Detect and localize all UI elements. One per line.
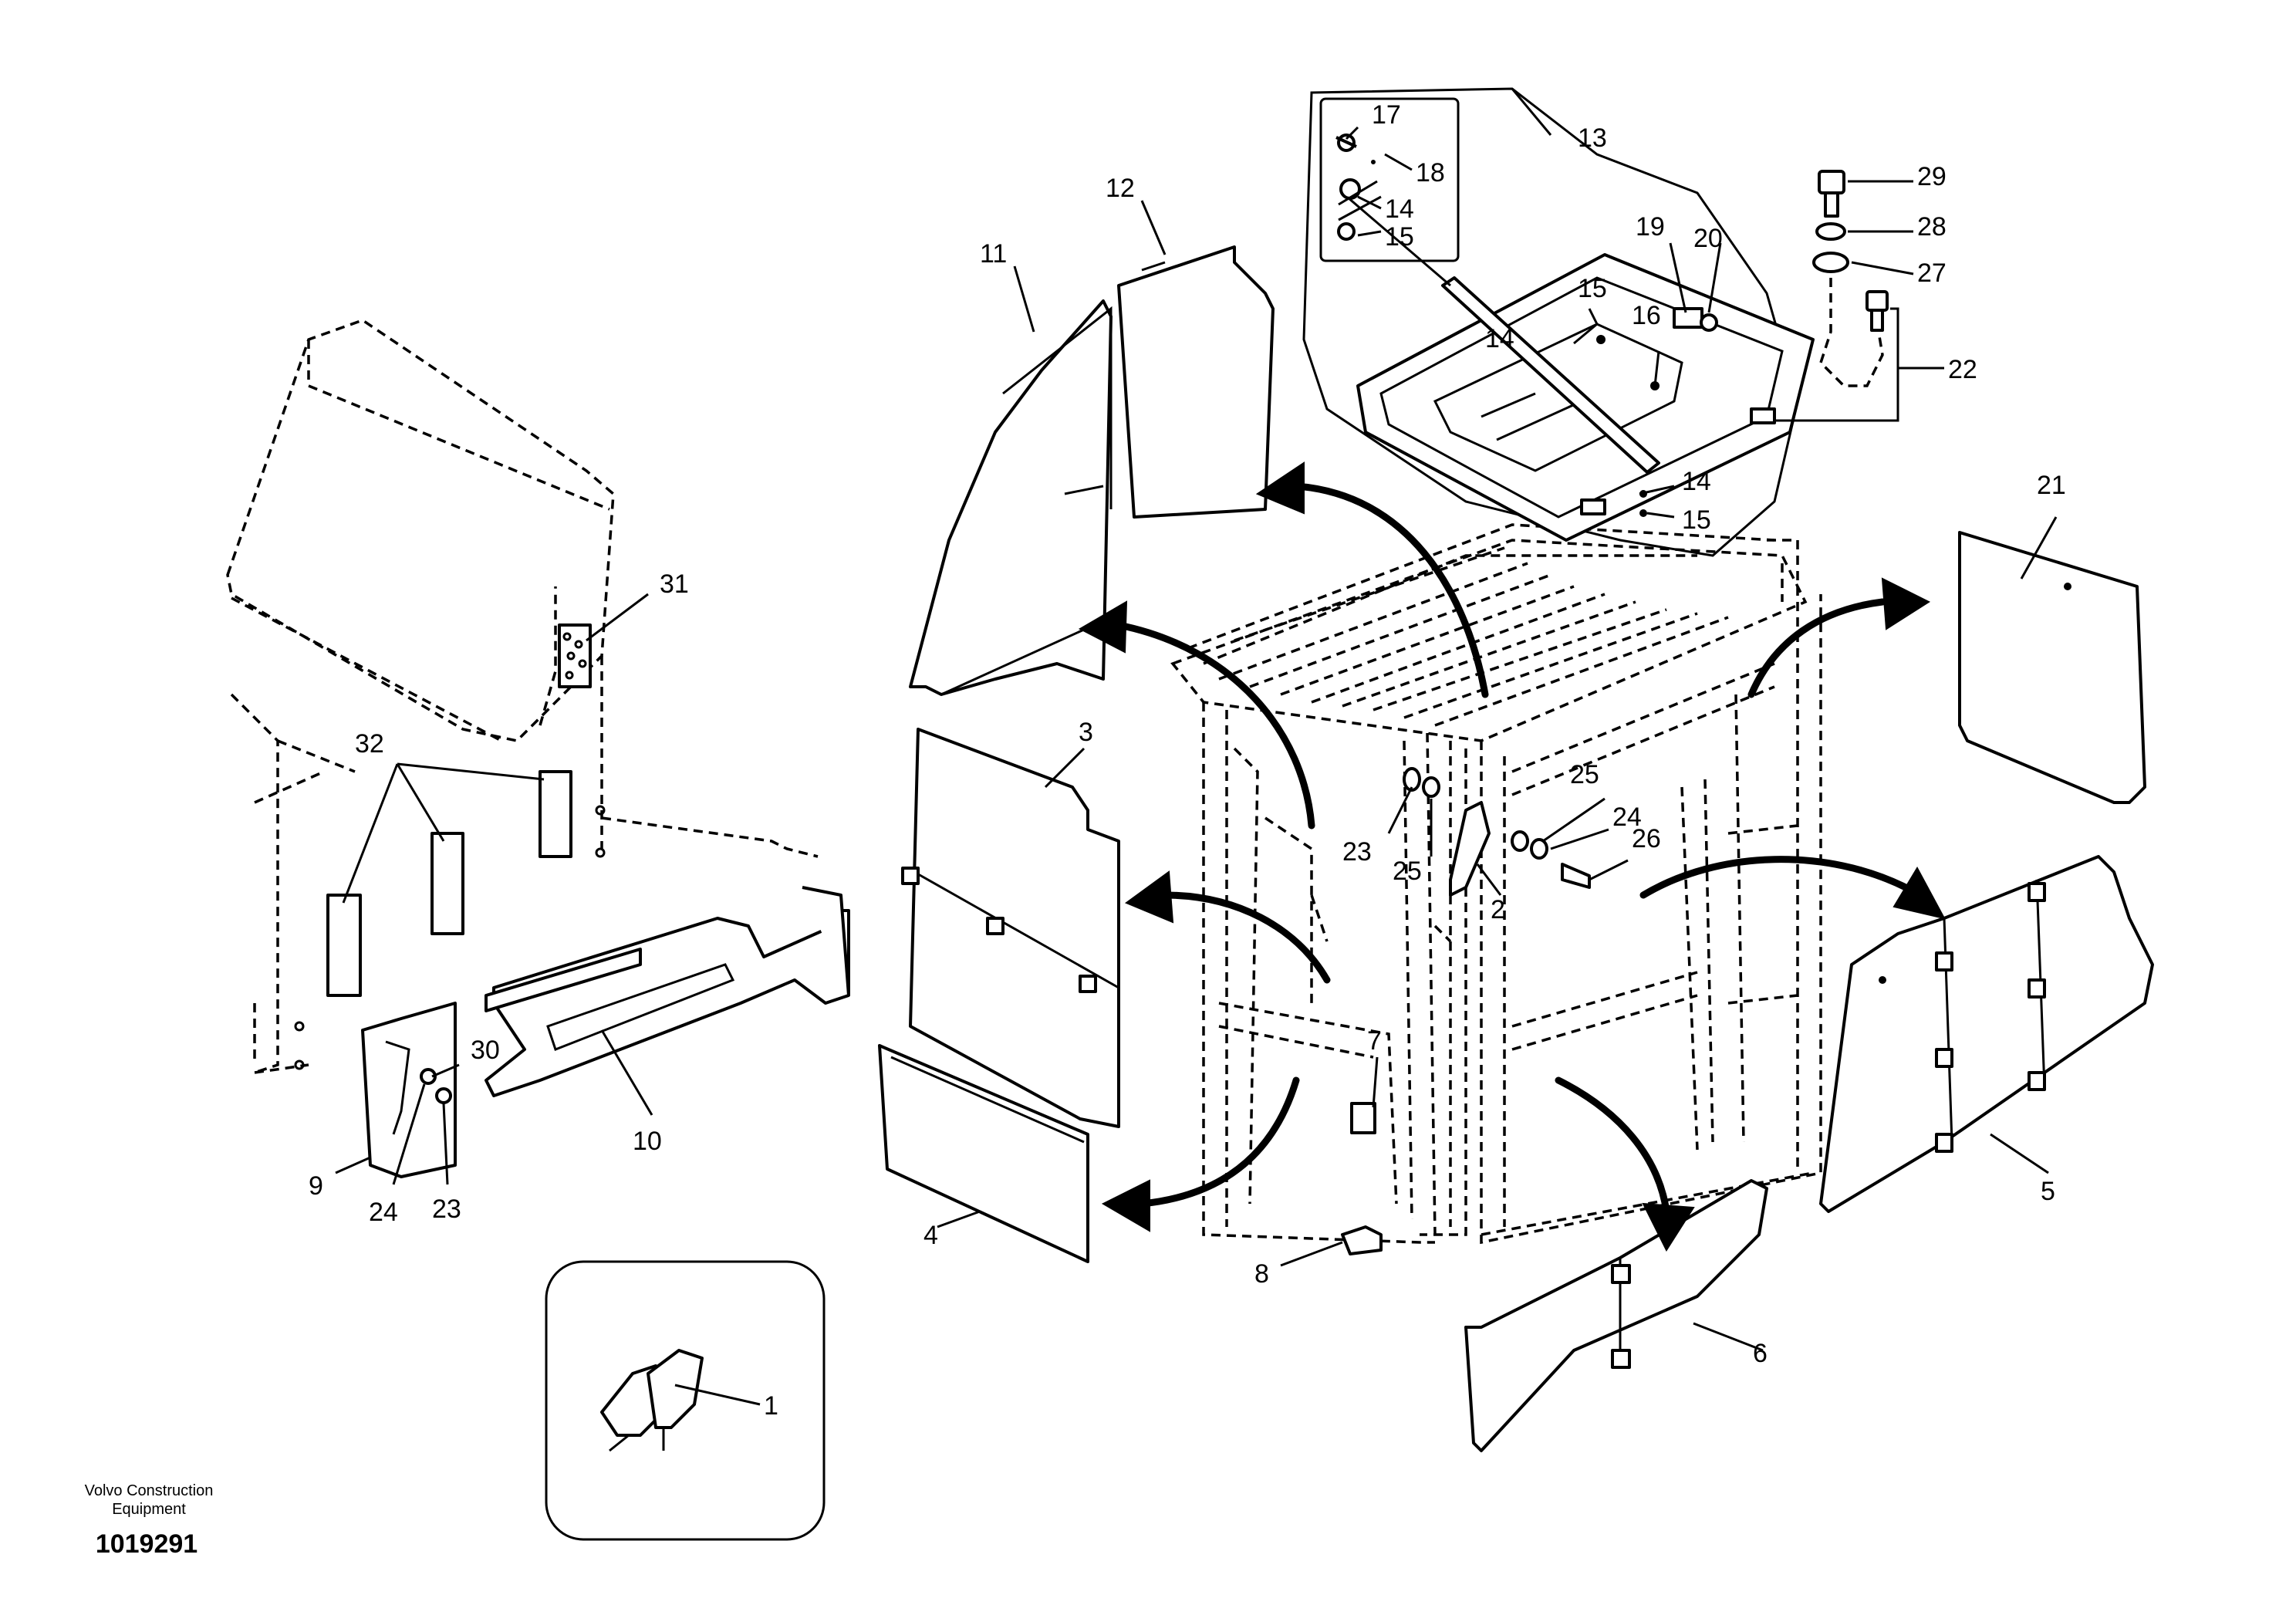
callout-15-low: 15 — [1682, 505, 1711, 535]
callout-9: 9 — [309, 1171, 323, 1201]
assembly-arrows — [1078, 461, 1946, 1252]
cab-frame — [1170, 523, 1822, 1245]
callout-3: 3 — [1079, 718, 1093, 747]
callout-1: 1 — [764, 1391, 778, 1421]
front-glass-panel-3 — [901, 728, 1120, 1128]
callout-21: 21 — [2037, 471, 2066, 500]
callout-24-left: 24 — [369, 1198, 398, 1227]
bracket-10 — [485, 886, 850, 1097]
callout-11: 11 — [980, 239, 1007, 269]
callout-32: 32 — [355, 729, 384, 759]
callout-24-cab: 24 — [1612, 803, 1642, 832]
callout-29: 29 — [1917, 162, 1947, 191]
fastener-group-23-26 — [1403, 767, 1591, 889]
side-glass-panel-5 — [1819, 855, 2154, 1213]
callout-28: 28 — [1917, 212, 1947, 242]
callout-14-low: 14 — [1682, 467, 1711, 496]
relay-block-32 — [326, 770, 572, 997]
callout-27: 27 — [1917, 259, 1947, 288]
lower-glass-panel-4 — [878, 1044, 1089, 1263]
callout-20: 20 — [1693, 224, 1723, 253]
callout-6: 6 — [1753, 1339, 1768, 1368]
door-glass-panel-6 — [1464, 1179, 1768, 1452]
left-cover-outline — [226, 319, 819, 1074]
bracket-2 — [1449, 801, 1491, 897]
callout-25-cab-low: 25 — [1393, 857, 1422, 886]
callout-23-left: 23 — [432, 1195, 461, 1224]
inset-part-1 — [545, 1260, 826, 1541]
callout-8: 8 — [1254, 1259, 1269, 1289]
callout-26: 26 — [1632, 824, 1661, 853]
callout-7: 7 — [1367, 1026, 1382, 1056]
callout-4: 4 — [923, 1221, 938, 1250]
leader-lines — [335, 88, 2058, 1406]
callout-10: 10 — [633, 1127, 662, 1156]
callout-18: 18 — [1416, 158, 1445, 188]
callout-labels: 1 2 3 4 5 6 7 8 9 10 11 12 13 14 14 14 1… — [309, 100, 2066, 1421]
callout-17: 17 — [1372, 100, 1401, 130]
callout-12: 12 — [1106, 174, 1135, 203]
panel-9 — [361, 1002, 457, 1178]
footer: Volvo Construction Equipment 1019291 — [85, 1482, 214, 1559]
callout-25-cab-up: 25 — [1570, 760, 1599, 789]
window-panel-11 — [909, 299, 1113, 696]
side-glass-panel-21 — [1958, 531, 2146, 804]
callout-23-cab: 23 — [1342, 837, 1372, 867]
bolt-group-top-right — [1812, 170, 1889, 387]
callout-2: 2 — [1491, 895, 1505, 924]
callout-15-mid: 15 — [1578, 274, 1607, 303]
document-number: 1019291 — [96, 1529, 198, 1559]
callout-14-mid: 14 — [1485, 324, 1514, 353]
fuse-block-31 — [558, 623, 592, 688]
callout-19: 19 — [1636, 212, 1665, 242]
callout-13: 13 — [1578, 123, 1607, 153]
window-panel-12 — [1117, 245, 1275, 519]
callout-22: 22 — [1948, 355, 1977, 384]
callout-15-top: 15 — [1385, 222, 1414, 252]
bracket-8 — [1341, 1225, 1383, 1255]
brand-line-1: Volvo Construction — [85, 1482, 214, 1499]
brand-line-2: Equipment — [112, 1501, 186, 1518]
bracket-7 — [1350, 1102, 1376, 1134]
callout-31: 31 — [660, 569, 689, 599]
callout-30: 30 — [471, 1036, 500, 1065]
callout-5: 5 — [2041, 1177, 2055, 1206]
callout-16: 16 — [1632, 301, 1661, 330]
callout-14-top: 14 — [1385, 194, 1414, 224]
roof-hatch-detail-box — [1302, 87, 1815, 557]
